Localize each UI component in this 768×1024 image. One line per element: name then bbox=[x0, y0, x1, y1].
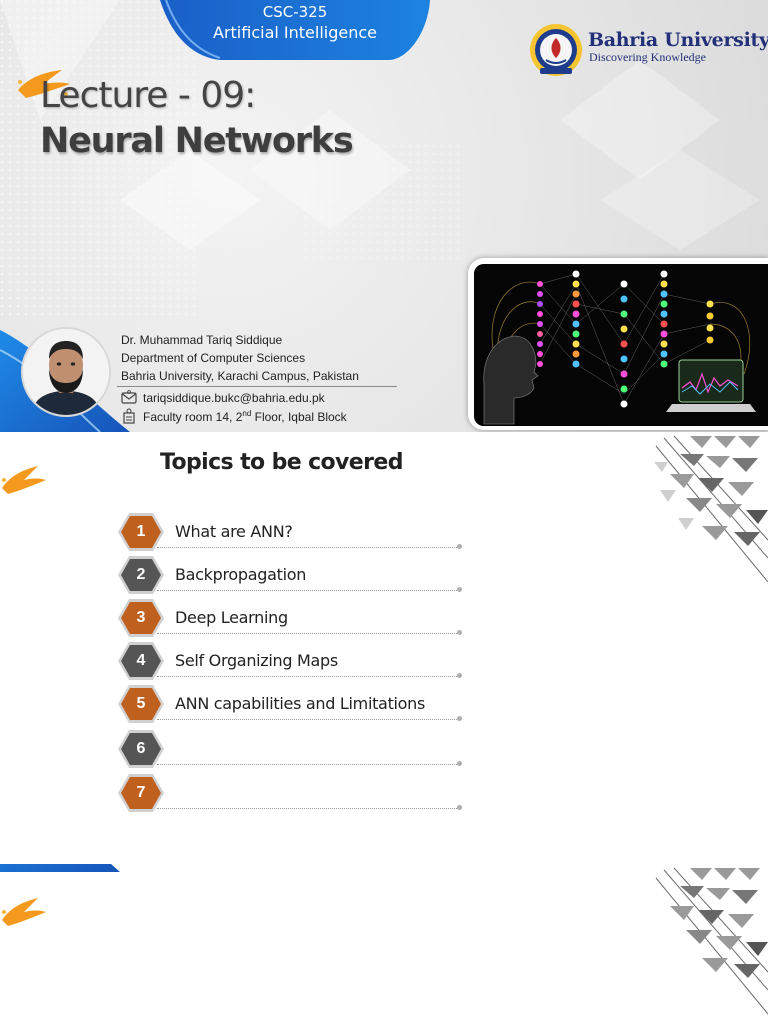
topic-item: 6 bbox=[117, 729, 467, 769]
hexagon-badge-icon bbox=[118, 774, 164, 812]
topic-item: 1 What are ANN? bbox=[117, 512, 467, 552]
title-slide: CSC-325 Artificial Intelligence Bahria U… bbox=[0, 0, 768, 432]
dotted-divider bbox=[157, 590, 459, 591]
next-slide bbox=[0, 864, 768, 1024]
dotted-divider bbox=[157, 547, 459, 548]
topic-number: 1 bbox=[136, 523, 146, 540]
topic-item: 2 Backpropagation bbox=[117, 555, 467, 595]
hexagon-badge-icon bbox=[118, 685, 164, 723]
instructor-department: Department of Computer Sciences bbox=[121, 351, 306, 365]
topic-number: 5 bbox=[136, 695, 146, 712]
paint-splash-icon bbox=[18, 70, 70, 98]
topics-title: Topics to be covered bbox=[160, 450, 403, 475]
dotted-divider bbox=[157, 676, 459, 677]
room-text: Faculty room 14, 2 bbox=[143, 410, 243, 424]
instructor-office: Faculty room 14, 2nd Floor, Iqbal Block bbox=[143, 409, 347, 424]
topic-number: 4 bbox=[136, 652, 146, 669]
topic-number: 2 bbox=[136, 566, 146, 583]
topic-number: 6 bbox=[136, 740, 146, 757]
hexagon-badge-icon bbox=[118, 642, 164, 680]
lecture-topic: Neural Networks bbox=[40, 121, 354, 161]
divider-end-dot bbox=[457, 673, 462, 678]
room-floor: Floor, Iqbal Block bbox=[251, 410, 347, 424]
topic-label: What are ANN? bbox=[175, 522, 293, 541]
avatar bbox=[21, 327, 111, 417]
topic-number: 7 bbox=[136, 784, 146, 801]
topic-item: 3 Deep Learning bbox=[117, 598, 467, 638]
hexagon-badge-icon bbox=[118, 599, 164, 637]
office-icon bbox=[123, 408, 135, 424]
course-code: CSC-325 bbox=[262, 3, 328, 21]
course-banner bbox=[160, 0, 430, 60]
hexagon-badge-icon bbox=[118, 556, 164, 594]
topic-label: Self Organizing Maps bbox=[175, 651, 338, 670]
logo-seal-icon bbox=[530, 24, 582, 76]
topic-label: ANN capabilities and Limitations bbox=[175, 694, 426, 713]
paint-splash-icon bbox=[2, 466, 46, 494]
divider-end-dot bbox=[457, 587, 462, 592]
divider-end-dot bbox=[457, 630, 462, 635]
lecture-number: Lecture - 09: bbox=[40, 75, 256, 116]
email-icon bbox=[121, 390, 137, 404]
decorative-triangles bbox=[655, 867, 768, 1015]
dotted-divider bbox=[157, 719, 459, 720]
topic-item: 4 Self Organizing Maps bbox=[117, 641, 467, 681]
topic-label: Deep Learning bbox=[175, 608, 288, 627]
hexagon-badge-icon bbox=[118, 513, 164, 551]
dotted-divider bbox=[157, 764, 459, 765]
university-name: Bahria University bbox=[588, 29, 768, 51]
divider-end-dot bbox=[457, 761, 462, 766]
dotted-divider bbox=[157, 633, 459, 634]
neural-network-illustration bbox=[474, 264, 768, 426]
topic-label: Backpropagation bbox=[175, 565, 307, 584]
topics-slide: Topics to be covered 1 What are ANN? 2 Back… bbox=[0, 432, 768, 864]
divider-end-dot bbox=[457, 716, 462, 721]
dotted-divider bbox=[157, 808, 459, 809]
decorative-wave bbox=[0, 864, 120, 872]
divider bbox=[117, 386, 397, 387]
topic-item: 5 ANN capabilities and Limitations bbox=[117, 684, 467, 724]
divider-end-dot bbox=[457, 805, 462, 810]
divider-end-dot bbox=[457, 544, 462, 549]
hexagon-badge-icon bbox=[118, 730, 164, 768]
instructor-name: Dr. Muhammad Tariq Siddique bbox=[121, 333, 283, 347]
paint-splash-icon bbox=[2, 898, 46, 926]
room-ordinal: nd bbox=[242, 409, 252, 418]
instructor-portrait bbox=[23, 329, 109, 415]
topic-number: 3 bbox=[136, 609, 146, 626]
topic-item: 7 bbox=[117, 773, 467, 813]
instructor-email: tariqsiddique.bukc@bahria.edu.pk bbox=[143, 391, 325, 405]
instructor-campus: Bahria University, Karachi Campus, Pakis… bbox=[121, 369, 359, 383]
decorative-triangles bbox=[654, 435, 768, 582]
university-tagline: Discovering Knowledge bbox=[589, 50, 706, 64]
course-name: Artificial Intelligence bbox=[213, 23, 377, 42]
